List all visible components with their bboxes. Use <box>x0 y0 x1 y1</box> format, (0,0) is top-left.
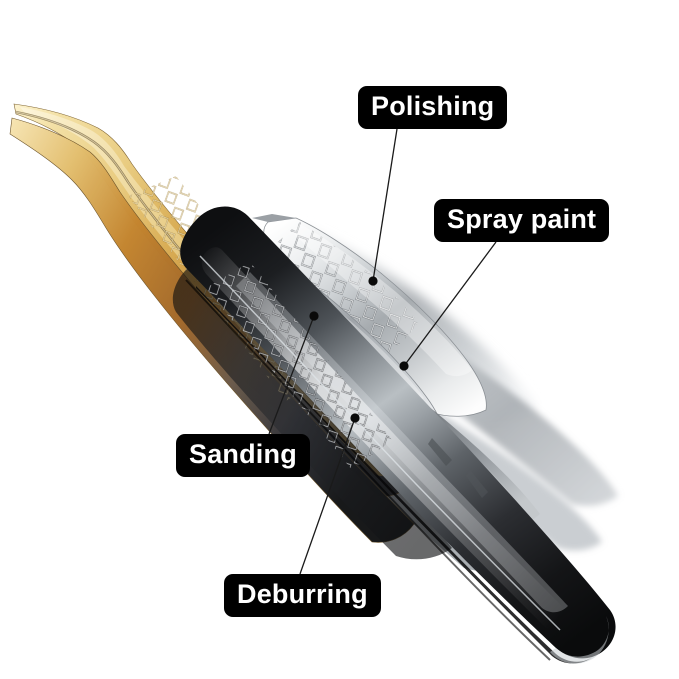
handle-notch-detail <box>428 438 488 498</box>
anchor-dot-polishing <box>368 276 378 286</box>
leader-line-sanding <box>268 315 315 435</box>
callout-label-sanding: Sanding <box>176 434 310 477</box>
callout-label-deburring: Deburring <box>224 574 381 617</box>
anchor-dot-deburring <box>350 413 360 423</box>
anchor-dot-sanding <box>309 311 319 321</box>
callout-leader-lines <box>268 128 497 575</box>
callout-label-polishing: Polishing <box>358 86 508 129</box>
leader-line-deburring <box>299 417 356 575</box>
anchor-dot-spray-paint <box>399 361 409 371</box>
callout-label-spray-paint: Spray paint <box>434 199 610 242</box>
leader-line-spray-paint <box>403 241 497 367</box>
leader-line-polishing <box>372 128 398 282</box>
